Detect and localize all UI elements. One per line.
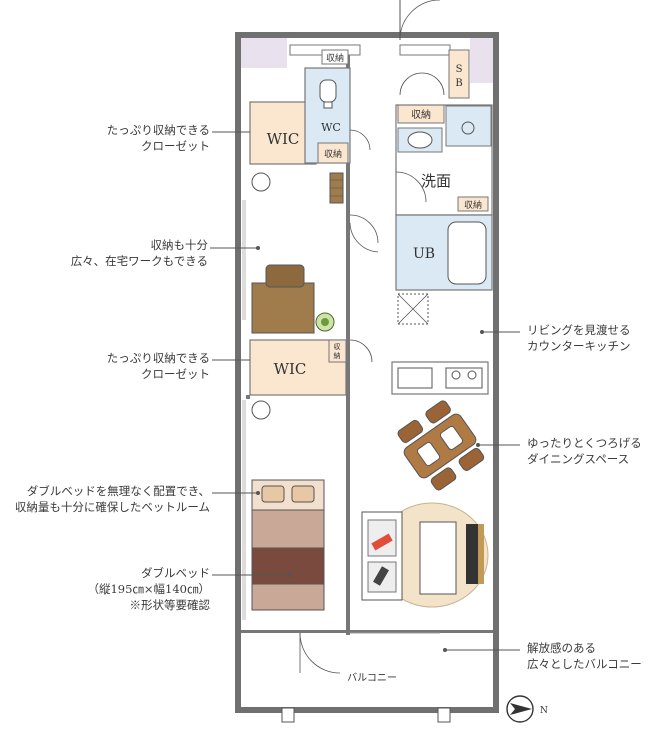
storage-wic1-label: 収納: [324, 148, 342, 160]
compass-icon: N: [506, 695, 548, 723]
callout-kitchen: リビングを見渡せる カウンターキッチン: [527, 322, 631, 354]
burner-icon: [467, 370, 477, 380]
balcony-post: [437, 707, 451, 723]
ceiling-light-icon: [251, 400, 271, 420]
callout-line: 広々、在宅ワークもできる: [70, 254, 208, 268]
cushion-red: [371, 533, 393, 551]
desk: [251, 282, 315, 334]
pillow-left: [261, 485, 285, 503]
toilet-icon: [319, 79, 337, 103]
kitchen-counter: [391, 361, 489, 395]
door-swing: [349, 222, 379, 253]
dining-set: [397, 400, 485, 491]
callout-line: たっぷり収納できる: [106, 123, 210, 137]
callout-line: カウンターキッチン: [527, 339, 631, 353]
callout-line: 解放感のある: [527, 641, 596, 655]
callout-work-room: 収納も十分 広々、在宅ワークもできる: [71, 237, 208, 269]
refrigerator-x: [397, 293, 429, 325]
callout-line: たっぷり収納できる: [106, 351, 210, 365]
balcony-wall: [241, 630, 493, 633]
callout-line: ゆったりとくつろげる: [527, 436, 642, 450]
storage-wic1: [317, 142, 349, 164]
callout-line: 収納量も十分に確保したベットルーム: [14, 500, 210, 514]
ceiling-light-icon: [251, 172, 271, 192]
sink-icon: [397, 367, 433, 389]
plant-leaf-icon: [321, 318, 329, 326]
washer-space: [445, 105, 492, 147]
window-strip: [242, 400, 246, 620]
wall-segment: [399, 44, 451, 56]
pillow-right: [291, 485, 315, 503]
callout-line: クローゼット: [141, 139, 210, 153]
tv-stand: [478, 524, 484, 584]
callout-line: ※形状等要確認: [129, 598, 211, 612]
storage-wc-label: 収納: [326, 52, 344, 64]
sb-label-1: S: [456, 64, 463, 75]
door-swing: [299, 632, 341, 674]
storage-wash-label: 収納: [464, 199, 482, 211]
door-swing: [399, 72, 423, 96]
corner-accent: [241, 38, 287, 68]
washroom-label: 洗面: [421, 172, 451, 190]
door-swing: [349, 339, 373, 363]
stove-icon: [445, 367, 483, 389]
callout-line: （縦195㎝×幅140㎝）: [87, 582, 210, 596]
toilet-tank-icon: [323, 101, 333, 109]
storage-wic2-label-bottom: 納: [334, 351, 341, 360]
storage-wash: [457, 196, 489, 212]
storage-wic2: [328, 339, 347, 363]
storage-entry-label: 収納: [411, 108, 431, 121]
callout-line: クローゼット: [141, 367, 210, 381]
balcony-label: バルコニー: [347, 672, 397, 684]
callout-line: 収納も十分: [150, 238, 209, 252]
wc-label: WC: [321, 121, 341, 134]
basin-icon: [407, 131, 433, 149]
callout-bed: ダブルベッド （縦195㎝×幅140㎝） ※形状等要確認: [87, 565, 210, 613]
outer-wall: [235, 32, 499, 713]
balcony-post: [281, 707, 295, 723]
remote: [373, 566, 389, 586]
door-swing: [395, 171, 427, 203]
refrigerator-space: [397, 293, 429, 325]
ub-label: UB: [413, 246, 435, 262]
door-swing: [421, 72, 445, 96]
callout-line: ダイニングスペース: [527, 452, 630, 466]
coffee-table: [419, 521, 457, 595]
door-swing: [349, 214, 379, 244]
callout-closet-2: たっぷり収納できる クローゼット: [107, 350, 210, 382]
callout-line: 広々としたバルコニー: [527, 657, 642, 671]
callout-closet-1: たっぷり収納できる クローゼット: [107, 122, 210, 154]
bathtub-icon: [447, 221, 487, 285]
door-swing: [349, 129, 371, 151]
callout-line: ダブルベッドを無理なく配置でき、: [26, 484, 210, 498]
callout-dining: ゆったりとくつろげる ダイニングスペース: [527, 435, 642, 467]
callout-bedroom: ダブルベッドを無理なく配置でき、 収納量も十分に確保したベットルーム: [15, 483, 210, 515]
storage-wic2-label-top: 収: [334, 343, 341, 351]
sb-label-2: B: [455, 78, 462, 89]
chair: [265, 264, 305, 288]
wic-mid-label: WIC: [274, 360, 307, 378]
tv-icon: [466, 524, 478, 584]
callout-line: リビングを見渡せる: [527, 323, 631, 337]
storage-wc: [321, 49, 349, 65]
callout-line: ダブルベッド: [141, 566, 210, 580]
wic-top-label: WIC: [267, 130, 300, 148]
bed-runner: [251, 547, 325, 585]
callout-balcony: 解放感のある 広々としたバルコニー: [527, 640, 642, 672]
partition-wall: [346, 55, 350, 635]
corner-accent: [470, 38, 493, 83]
compass-n-label: N: [540, 706, 548, 716]
burner-icon: [451, 370, 461, 380]
drain-icon: [461, 121, 475, 135]
window-strip: [242, 200, 246, 320]
sb-storage: [448, 49, 470, 99]
door-swing: [399, 0, 440, 39]
